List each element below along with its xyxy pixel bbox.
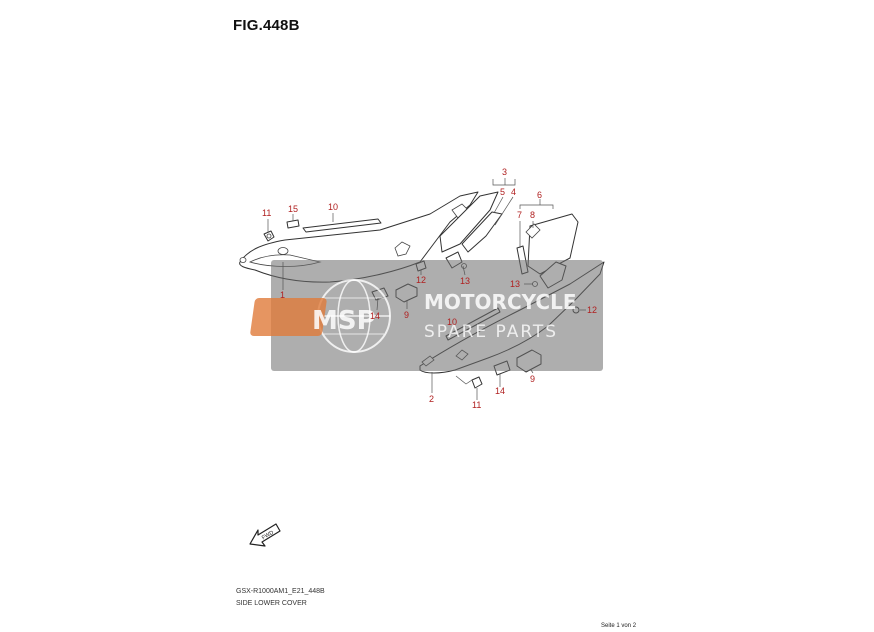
part-10-strip-upper[interactable] <box>302 218 382 233</box>
callout-11-upper[interactable]: 11 <box>262 208 271 218</box>
callout-14-lower[interactable]: 14 <box>495 386 505 396</box>
callout-4[interactable]: 4 <box>511 187 516 197</box>
callout-9-lower[interactable]: 9 <box>530 374 535 384</box>
part-4-panel[interactable] <box>461 211 503 253</box>
fwd-arrow-icon: FWD <box>249 523 281 547</box>
watermark-line-2: SPARE PARTS <box>424 322 558 342</box>
callout-10-lower[interactable]: 10 <box>447 317 457 327</box>
page-indicator: Seite 1 von 2 <box>601 623 637 629</box>
figure-title: FIG.448B <box>233 17 300 34</box>
callout-14-upper[interactable]: 14 <box>370 311 380 321</box>
callout-2[interactable]: 2 <box>429 394 434 404</box>
watermark-logo: MSP <box>312 306 376 336</box>
model-code: GSX-R1000AM1_E21_448B <box>236 588 325 595</box>
leader-lines <box>267 178 586 400</box>
callout-8[interactable]: 8 <box>530 210 535 220</box>
callout-1[interactable]: 1 <box>280 290 285 300</box>
watermark-line-1: MOTORCYCLE <box>424 290 576 314</box>
watermark: MSP MOTORCYCLE SPARE PARTS <box>250 260 603 371</box>
part-11-clip-upper[interactable] <box>263 230 275 242</box>
callout-13-upper[interactable]: 13 <box>460 276 470 286</box>
callout-5[interactable]: 5 <box>500 187 505 197</box>
part-group-name: SIDE LOWER COVER <box>236 600 307 607</box>
callout-15[interactable]: 15 <box>288 204 298 214</box>
part-5-panel[interactable] <box>439 191 499 253</box>
callout-7[interactable]: 7 <box>517 210 522 220</box>
callout-12-lower[interactable]: 12 <box>587 305 597 315</box>
callout-6[interactable]: 6 <box>537 190 542 200</box>
part-11-clip-lower[interactable] <box>455 375 483 389</box>
part-15-pad[interactable] <box>286 219 300 229</box>
callout-13-lower[interactable]: 13 <box>510 279 520 289</box>
callout-10-upper[interactable]: 10 <box>328 202 338 212</box>
callout-11-lower[interactable]: 11 <box>472 400 481 410</box>
fwd-label: FWD <box>261 530 275 541</box>
callout-3[interactable]: 3 <box>502 167 507 177</box>
callout-12-upper[interactable]: 12 <box>416 275 426 285</box>
part-1-side-cover-upper[interactable] <box>239 191 479 283</box>
callout-9-upper[interactable]: 9 <box>404 310 409 320</box>
callout-labels: 11 15 10 1 3 5 4 6 7 8 12 13 13 12 14 9 … <box>262 167 597 410</box>
